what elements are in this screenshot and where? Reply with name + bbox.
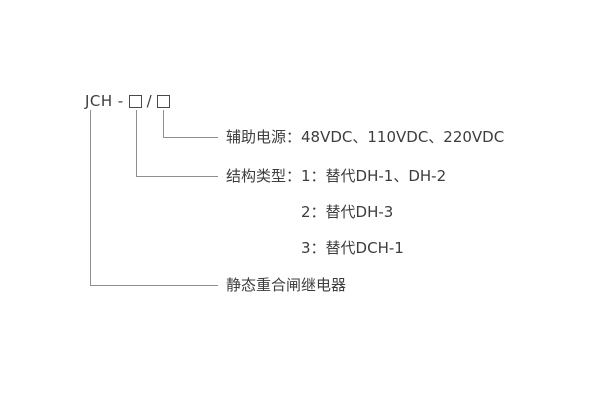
aux-power-placeholder-box — [157, 94, 171, 108]
structure-type-option-3: 3：替代DCH-1 — [301, 239, 404, 257]
aux-power-label: 辅助电源：48VDC、110VDC、220VDC — [226, 128, 505, 146]
model-code: JCH - / — [85, 90, 171, 112]
connector-structure-horizontal-line — [136, 176, 218, 177]
structure-type-placeholder-box — [128, 94, 142, 108]
structure-type-option-1: 1：替代DH-1、DH-2 — [301, 167, 447, 185]
structure-type-option-2: 2：替代DH-3 — [301, 203, 394, 221]
connector-aux-power-vertical-line — [163, 110, 164, 137]
connector-structure-vertical-line — [136, 110, 137, 176]
connector-aux-power-horizontal-line — [163, 137, 218, 138]
slash-separator: / — [146, 92, 153, 110]
dash-separator: - — [117, 92, 124, 110]
structure-type-options: 1：替代DH-1、DH-2 2：替代DH-3 3：替代DCH-1 — [301, 165, 446, 259]
connector-relay-horizontal-line — [90, 285, 218, 286]
connector-relay-vertical-line — [90, 110, 91, 285]
relay-name-label: 静态重合闸继电器 — [226, 276, 347, 294]
structure-type-label: 结构类型： — [226, 167, 302, 185]
structure-type-callout: 结构类型： 1：替代DH-1、DH-2 2：替代DH-3 3：替代DCH-1 — [226, 165, 446, 259]
model-prefix: JCH — [85, 92, 113, 110]
